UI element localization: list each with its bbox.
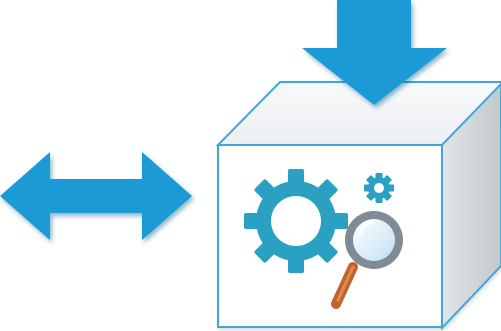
magnifying-glass-icon xyxy=(331,211,403,309)
arrow-down-icon xyxy=(302,0,447,105)
arrow-left-right-icon xyxy=(0,152,192,240)
small-gear-icon xyxy=(364,173,394,203)
gear-icon xyxy=(244,169,348,273)
magnifier-lens xyxy=(353,219,395,261)
